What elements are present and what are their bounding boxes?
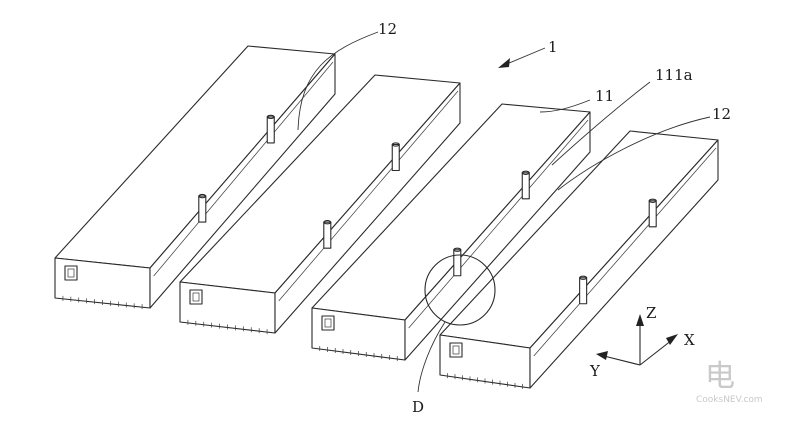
module-group xyxy=(54,45,719,389)
module-handle-inner xyxy=(452,345,460,355)
module-seam xyxy=(533,147,717,357)
axis-x-label: X xyxy=(684,331,695,349)
connector-cap xyxy=(198,193,207,199)
arrowhead-1 xyxy=(498,58,510,68)
detail-circle xyxy=(424,254,496,326)
module-handle xyxy=(321,315,335,331)
label-D: D xyxy=(412,398,424,416)
axis-triad: Z X Y xyxy=(589,304,695,380)
connector-cap xyxy=(521,170,530,175)
connector-post xyxy=(391,143,400,172)
battery-module-2 xyxy=(179,74,461,335)
connector-cap xyxy=(323,220,332,225)
leader-12-left xyxy=(297,31,379,131)
connector-post xyxy=(453,249,462,277)
connector-cap xyxy=(453,247,462,252)
module-handle-inner xyxy=(324,318,332,328)
battery-module-4 xyxy=(439,130,719,389)
svg-text:CooksNEV.com: CooksNEV.com xyxy=(696,395,763,405)
module-seam xyxy=(278,90,459,302)
leader-111a xyxy=(551,81,651,166)
connector-cap xyxy=(266,114,275,120)
label-111a: 111a xyxy=(655,66,693,84)
battery-module-3 xyxy=(311,103,591,361)
battery-module-1 xyxy=(54,45,336,310)
axis-y-label: Y xyxy=(589,362,601,380)
watermark: 电 CooksNEV.com xyxy=(696,359,763,405)
label-12-left: 12 xyxy=(378,20,397,38)
connector-post xyxy=(648,200,657,228)
label-1: 1 xyxy=(548,38,558,56)
connector-cap xyxy=(648,198,657,203)
connector-cap xyxy=(579,275,588,280)
module-handle xyxy=(449,342,463,358)
label-12-right: 12 xyxy=(712,105,731,123)
leader-12-right xyxy=(557,116,711,191)
module-seam xyxy=(408,119,589,329)
connector-cap xyxy=(391,142,400,147)
module-handle-inner xyxy=(192,292,200,302)
module-handle xyxy=(64,265,78,281)
label-11: 11 xyxy=(595,87,614,105)
connector-post xyxy=(521,172,530,200)
connector-post xyxy=(198,195,207,223)
connector-post xyxy=(266,116,275,144)
module-handle xyxy=(189,289,203,305)
axis-z-label: Z xyxy=(646,304,656,322)
connector-post xyxy=(323,221,332,249)
module-handle-inner xyxy=(67,268,75,278)
leader-D xyxy=(417,321,446,393)
svg-text:电: 电 xyxy=(705,359,735,394)
leader-11 xyxy=(539,99,591,113)
connector-post xyxy=(579,277,588,305)
